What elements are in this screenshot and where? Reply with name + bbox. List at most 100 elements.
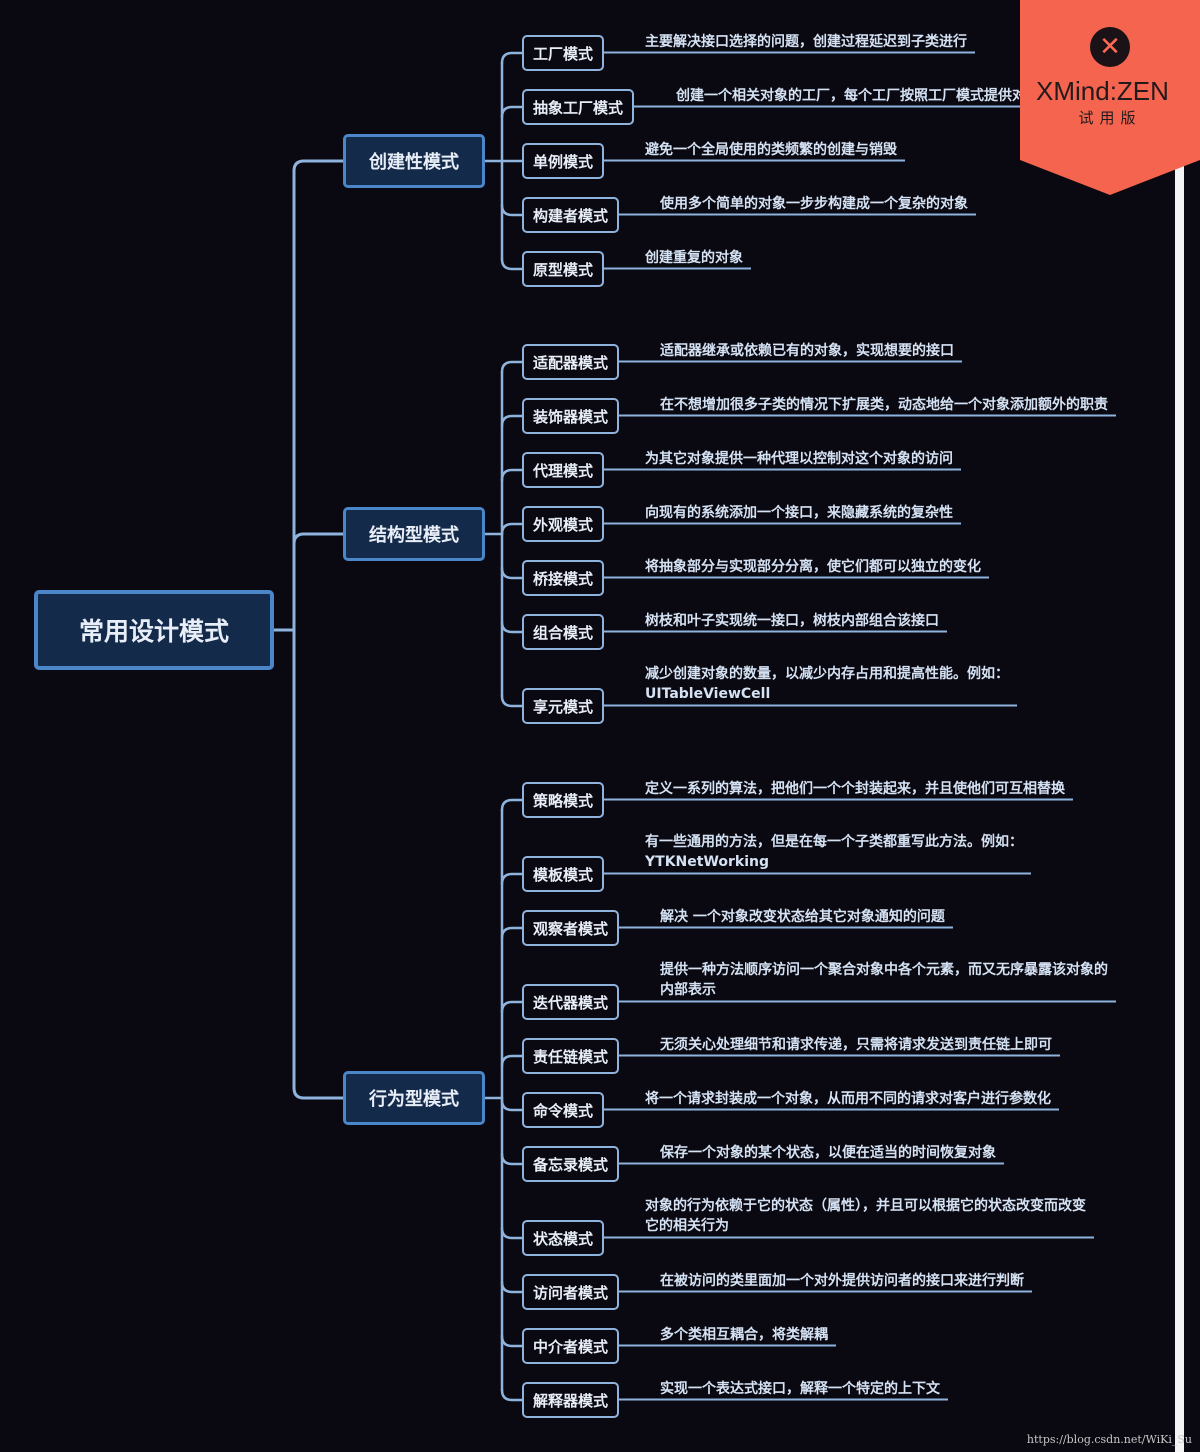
description-line: 树枝和叶子实现统一接口，树枝内部组合该接口 [645,613,939,629]
description-line: 解决 一个对象改变状态给其它对象通知的问题 [660,909,945,925]
description-line: 多个类相互耦合，将类解耦 [660,1327,828,1343]
connector-line [500,1152,524,1166]
pattern-description[interactable]: 提供一种方法顺序访问一个聚合对象中各个元素，而又无序暴露该对象的内部表示 [660,960,1108,1000]
category-3[interactable]: 行为型模式 [343,1071,485,1125]
pattern-node[interactable]: 组合模式 [522,614,605,650]
pattern-node[interactable]: 单例模式 [522,143,605,179]
pattern-node[interactable]: 抽象工厂模式 [522,89,635,125]
pattern-node[interactable]: 备忘录模式 [522,1146,620,1182]
pattern-description[interactable]: 保存一个对象的某个状态，以便在适当的时间恢复对象 [660,1143,996,1163]
pattern-description[interactable]: 为其它对象提供一种代理以控制对这个对象的访问 [645,449,953,469]
connector-line [292,1086,345,1100]
pattern-node[interactable]: 原型模式 [522,251,605,287]
pattern-description[interactable]: 在被访问的类里面加一个对外提供访问者的接口来进行判断 [660,1271,1024,1291]
description-line: 创建重复的对象 [645,250,743,266]
pattern-node[interactable]: 责任链模式 [522,1038,620,1074]
pattern-description[interactable]: 创建重复的对象 [645,248,743,268]
description-line: 内部表示 [660,982,716,998]
pattern-node[interactable]: 构建者模式 [522,197,620,233]
connector-line [500,468,524,482]
category-2[interactable]: 结构型模式 [343,507,485,561]
pattern-description[interactable]: 无须关心处理细节和请求传递，只需将请求发送到责任链上即可 [660,1035,1052,1055]
connector-line [500,257,524,271]
pattern-description[interactable]: 使用多个简单的对象一步步构建成一个复杂的对象 [660,194,968,214]
pattern-node[interactable]: 策略模式 [522,782,605,818]
connector-line [500,1000,524,1014]
connector-line [500,1098,524,1112]
description-line: 为其它对象提供一种代理以控制对这个对象的访问 [645,451,953,467]
pattern-description[interactable]: 向现有的系统添加一个接口，来隐藏系统的复杂性 [645,503,953,523]
pattern-node[interactable]: 适配器模式 [522,344,620,380]
pattern-node[interactable]: 代理模式 [522,452,605,488]
pattern-description[interactable]: 将抽象部分与实现部分分离，使它们都可以独立的变化 [645,557,981,577]
connector-line [500,1280,524,1294]
category-1[interactable]: 创建性模式 [343,134,485,188]
connector-line [500,872,524,886]
connector-line [500,1226,524,1240]
window-edge [1175,0,1184,1452]
pattern-node[interactable]: 解释器模式 [522,1382,620,1418]
pattern-description[interactable]: 定义一系列的算法，把他们一个个封装起来，并且使他们可互相替换 [645,779,1065,799]
description-line: 避免一个全局使用的类频繁的创建与销毁 [645,142,897,158]
connector-line [500,105,524,119]
description-line: 将一个请求封装成一个对象，从而用不同的请求对客户进行参数化 [645,1091,1051,1107]
watermark-title: XMind:ZEN [1036,76,1169,106]
description-line: 保存一个对象的某个状态，以便在适当的时间恢复对象 [660,1145,996,1161]
description-line: 主要解决接口选择的问题，创建过程延迟到子类进行 [645,34,967,50]
pattern-node[interactable]: 装饰器模式 [522,398,620,434]
connector-line [500,798,524,812]
pattern-description[interactable]: 对象的行为依赖于它的状态（属性），并且可以根据它的状态改变而改变它的相关行为 [645,1196,1086,1236]
pattern-description[interactable]: 将一个请求封装成一个对象，从而用不同的请求对客户进行参数化 [645,1089,1051,1109]
pattern-description[interactable]: 创建一个相关对象的工厂，每个工厂按照工厂模式提供对象 [676,86,1040,106]
connector-line [500,620,524,634]
description-line: 有一些通用的方法，但是在每一个子类都重写此方法。例如： [645,834,1023,850]
description-line: 提供一种方法顺序访问一个聚合对象中各个元素，而又无序暴露该对象的 [660,962,1108,978]
connector-line [500,522,524,536]
description-line: YTKNetWorking [645,854,770,870]
pattern-node[interactable]: 享元模式 [522,688,605,724]
pattern-description[interactable]: 多个类相互耦合，将类解耦 [660,1325,828,1345]
description-line: 在被访问的类里面加一个对外提供访问者的接口来进行判断 [660,1273,1024,1289]
description-line: 定义一系列的算法，把他们一个个封装起来，并且使他们可互相替换 [645,781,1065,797]
description-line: 创建一个相关对象的工厂，每个工厂按照工厂模式提供对象 [676,88,1040,104]
connector-line [500,360,524,374]
pattern-description[interactable]: 主要解决接口选择的问题，创建过程延迟到子类进行 [645,32,967,52]
pattern-description[interactable]: 树枝和叶子实现统一接口，树枝内部组合该接口 [645,611,939,631]
pattern-node[interactable]: 命令模式 [522,1092,605,1128]
pattern-node[interactable]: 访问者模式 [522,1274,620,1310]
pattern-node[interactable]: 桥接模式 [522,560,605,596]
pattern-node[interactable]: 工厂模式 [522,35,605,71]
watermark-badge [1020,0,1200,195]
description-line: 将抽象部分与实现部分分离，使它们都可以独立的变化 [645,559,981,575]
pattern-description[interactable]: 实现一个表达式接口，解释一个特定的上下文 [660,1379,940,1399]
trial-watermark: ✕ XMind:ZEN 试用版 [1020,0,1200,195]
pattern-node[interactable]: 状态模式 [522,1220,605,1256]
pattern-description[interactable]: 解决 一个对象改变状态给其它对象通知的问题 [660,907,945,927]
pattern-description[interactable]: 避免一个全局使用的类频繁的创建与销毁 [645,140,897,160]
connector-line [500,1388,524,1402]
pattern-node[interactable]: 外观模式 [522,506,605,542]
description-line: 适配器继承或依赖已有的对象，实现想要的接口 [660,343,954,359]
pattern-node[interactable]: 迭代器模式 [522,984,620,1020]
connector-line [500,203,524,217]
pattern-description[interactable]: 减少创建对象的数量，以减少内存占用和提高性能。例如：UITableViewCel… [645,664,1009,704]
description-line: UITableViewCell [645,686,771,702]
connector-line [292,532,345,546]
pattern-description[interactable]: 有一些通用的方法，但是在每一个子类都重写此方法。例如： YTKNetWorking [645,832,1023,872]
pattern-node[interactable]: 模板模式 [522,856,605,892]
root-topic[interactable]: 常用设计模式 [34,590,274,670]
close-icon[interactable]: ✕ [1090,27,1130,67]
description-line: 向现有的系统添加一个接口，来隐藏系统的复杂性 [645,505,953,521]
connector-line [500,566,524,580]
description-line: 它的相关行为 [645,1218,729,1234]
connector-line [500,414,524,428]
description-line: 对象的行为依赖于它的状态（属性），并且可以根据它的状态改变而改变 [645,1198,1086,1214]
pattern-node[interactable]: 中介者模式 [522,1328,620,1364]
connector-line [500,51,524,65]
description-line: 在不想增加很多子类的情况下扩展类，动态地给一个对象添加额外的职责 [660,397,1108,413]
pattern-description[interactable]: 适配器继承或依赖已有的对象，实现想要的接口 [660,341,954,361]
pattern-node[interactable]: 观察者模式 [522,910,620,946]
pattern-description[interactable]: 在不想增加很多子类的情况下扩展类，动态地给一个对象添加额外的职责 [660,395,1108,415]
